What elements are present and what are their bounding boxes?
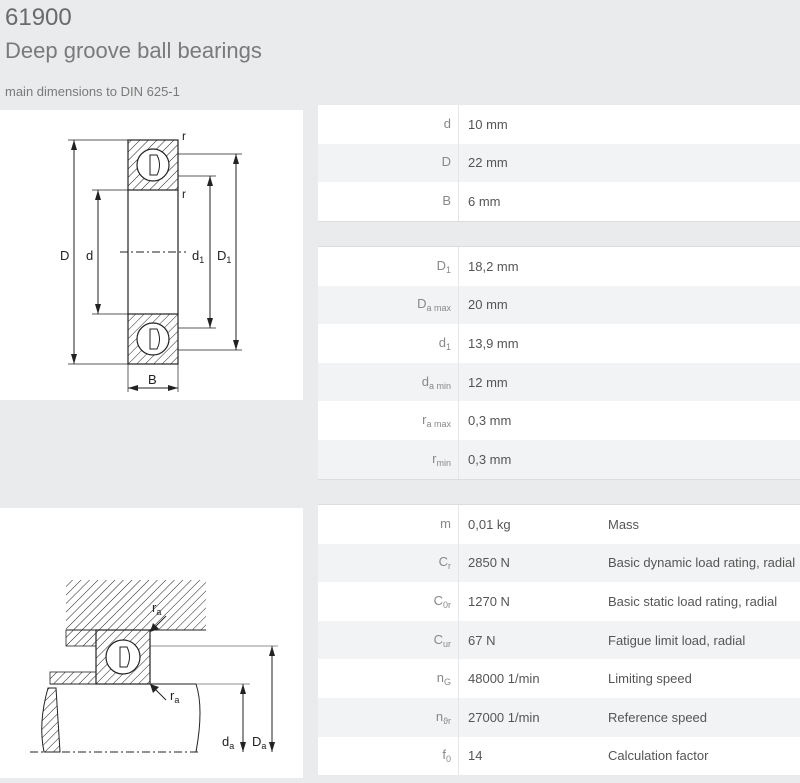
label-D: D — [60, 248, 69, 263]
column-divider — [458, 543, 459, 583]
parameter-symbol: da min — [421, 373, 451, 391]
product-subtitle: Deep groove ball bearings — [5, 38, 262, 63]
parameter-description: Fatigue limit load, radial — [608, 632, 746, 648]
page-header: 61900 Deep groove ball bearings main dim… — [0, 0, 800, 110]
column-divider — [458, 620, 459, 660]
bearing-drawing-panel: D d d1 D1 B r r — [0, 110, 303, 400]
dimension-standard-note: main dimensions to DIN 625-1 — [5, 84, 180, 99]
parameter-symbol: Da max — [417, 296, 451, 314]
parameter-value: 12 mm — [468, 374, 508, 390]
column-divider — [458, 143, 459, 183]
parameter-symbol: B — [442, 192, 451, 208]
parameter-description: Reference speed — [608, 709, 708, 725]
table-row: m 0,01 kg Mass — [318, 505, 800, 544]
parameter-value: 48000 1/min — [468, 671, 540, 687]
table-row: f0 14 Calculation factor — [318, 736, 800, 776]
table-row: Cur 67 N Fatigue limit load, radial — [318, 620, 800, 660]
parameter-value: 67 N — [468, 632, 496, 648]
parameter-value: 18,2 mm — [468, 258, 519, 274]
parameter-value: 6 mm — [468, 193, 501, 209]
parameter-value: 14 — [468, 748, 483, 764]
parameter-value: 10 mm — [468, 116, 508, 132]
label-D1: D1 — [217, 248, 231, 265]
column-divider — [458, 439, 459, 479]
parameter-symbol: f0 — [442, 747, 451, 765]
parameter-symbol: C0r — [433, 592, 451, 610]
table-row: da min 12 mm — [318, 362, 800, 402]
parameter-description: Calculation factor — [608, 748, 709, 764]
parameter-value: 0,3 mm — [468, 451, 512, 467]
parameter-symbol: rmin — [432, 450, 451, 468]
parameter-description: Basic dynamic load rating, radial — [608, 555, 796, 571]
column-divider — [458, 247, 459, 286]
parameter-value: 1270 N — [468, 593, 510, 609]
table-row: D 22 mm — [318, 143, 800, 183]
column-divider — [458, 697, 459, 737]
column-divider — [458, 582, 459, 621]
parameter-symbol: nϑr — [435, 708, 451, 726]
parameter-value: 27000 1/min — [468, 709, 540, 725]
parameter-value: 22 mm — [468, 155, 508, 171]
table-row: d 10 mm — [318, 105, 800, 144]
parameter-symbol: m — [440, 515, 451, 531]
mounting-dimensions-drawing: ra ra da Da — [30, 580, 278, 753]
label-da: da — [222, 734, 234, 751]
table-row: Cr 2850 N Basic dynamic load rating, radia… — [318, 543, 800, 583]
column-divider — [458, 401, 459, 440]
parameter-symbol: D1 — [436, 257, 451, 275]
label-d: d — [86, 248, 93, 263]
parameter-description: Basic static load rating, radial — [608, 593, 778, 609]
label-ra-top: ra — [152, 600, 161, 617]
column-divider — [458, 505, 459, 544]
label-d1: d1 — [192, 248, 204, 265]
table-row: C0r 1270 N Basic static load rating, radia… — [318, 582, 800, 621]
table-row: rmin 0,3 mm — [318, 439, 800, 479]
label-B: B — [148, 372, 157, 387]
parameter-symbol: nG — [436, 670, 451, 688]
parameter-symbol: d — [443, 115, 451, 131]
product-title: 61900 — [5, 4, 72, 31]
column-divider — [458, 285, 459, 325]
parameter-value: 2850 N — [468, 555, 510, 571]
label-r-bottom: r — [182, 187, 186, 201]
parameter-symbol: Cur — [433, 631, 451, 649]
table-row: D1 18,2 mm — [318, 247, 800, 286]
mounting-drawing-panel: ra ra da Da — [0, 508, 303, 778]
label-Da: Da — [252, 734, 266, 751]
parameter-description: Limiting speed — [608, 671, 692, 687]
column-divider — [458, 736, 459, 776]
parameter-symbol: Cr — [438, 554, 451, 572]
table-row: nG 48000 1/min Limiting speed — [318, 659, 800, 698]
column-divider — [458, 659, 459, 698]
column-divider — [458, 324, 459, 363]
parameter-value: 0,01 kg — [468, 516, 511, 532]
column-divider — [458, 105, 459, 144]
table-row: Da max 20 mm — [318, 285, 800, 325]
table-row: nϑr 27000 1/min Reference speed — [318, 697, 800, 737]
mounting-dimensions-table: D1 18,2 mm Da max 20 mm d1 13,9 mm da min 12 mm… — [318, 246, 800, 480]
parameter-symbol: D — [441, 154, 451, 170]
parameter-symbol: ra max — [422, 412, 451, 430]
table-row: d1 13,9 mm — [318, 324, 800, 363]
parameter-symbol: d1 — [438, 334, 451, 352]
label-r-top: r — [182, 129, 186, 143]
label-ra-bottom: ra — [170, 688, 179, 705]
table-row: B 6 mm — [318, 182, 800, 221]
bearing-cross-section-drawing: D d d1 D1 B r r — [60, 129, 242, 392]
parameter-description: Mass — [608, 516, 640, 532]
column-divider — [458, 182, 459, 221]
column-divider — [458, 362, 459, 402]
table-row: ra max 0,3 mm — [318, 401, 800, 440]
parameter-value: 20 mm — [468, 297, 508, 313]
parameter-value: 13,9 mm — [468, 335, 519, 351]
main-dimensions-table: d 10 mm D 22 mm B 6 mm — [318, 105, 800, 222]
parameter-value: 0,3 mm — [468, 413, 512, 429]
